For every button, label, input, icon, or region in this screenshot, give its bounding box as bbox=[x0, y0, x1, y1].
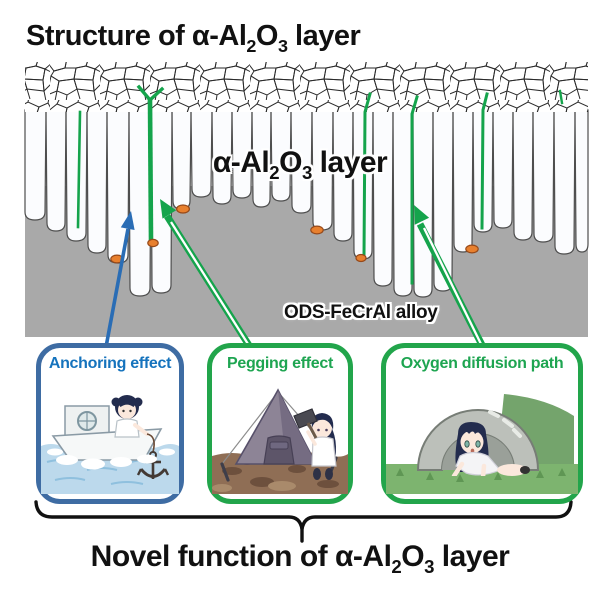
girl-anchoring-from-boat-illustration bbox=[41, 395, 179, 494]
anchoring-arrow-icon bbox=[104, 211, 135, 348]
pore-markers bbox=[110, 204, 479, 264]
anchoring-effect-card: Anchoring effect bbox=[36, 343, 184, 504]
oxygen-path-arrow-icon bbox=[414, 205, 487, 349]
foam bbox=[47, 448, 175, 470]
fishing-line bbox=[146, 433, 155, 453]
card-title-anchoring: Anchoring effect bbox=[48, 355, 172, 372]
grass-front bbox=[386, 468, 578, 494]
grouping-brace-icon bbox=[34, 500, 573, 543]
pegging-arrow-icon bbox=[160, 199, 253, 349]
girl-figure bbox=[451, 422, 530, 480]
grain-boundary-highlights bbox=[76, 84, 564, 285]
oxygen-diffusion-card: Oxygen diffusion path bbox=[381, 343, 583, 504]
card-title-oxygen: Oxygen diffusion path bbox=[400, 355, 564, 372]
pegging-effect-card: Pegging effect bbox=[207, 343, 353, 504]
mallet-icon bbox=[293, 408, 318, 439]
girl-crawling-through-tunnel-illustration bbox=[386, 394, 578, 494]
card-title-pegging: Pegging effect bbox=[226, 355, 334, 372]
footer-caption: Novel function of α-Al2O3 layer bbox=[90, 540, 510, 577]
tent-door bbox=[263, 435, 295, 465]
girl-figure bbox=[111, 395, 149, 438]
girl-figure bbox=[306, 413, 337, 480]
layer-label: α-Al2O3 layer bbox=[212, 146, 388, 183]
girl-hammering-tent-peg-illustration bbox=[212, 388, 348, 494]
main-title: Structure of α-Al2O3 layer bbox=[26, 20, 361, 56]
tent bbox=[234, 388, 318, 465]
alloy-label: ODS-FeCrAl alloy bbox=[284, 302, 438, 323]
equiaxed-grain-zone bbox=[25, 62, 588, 112]
